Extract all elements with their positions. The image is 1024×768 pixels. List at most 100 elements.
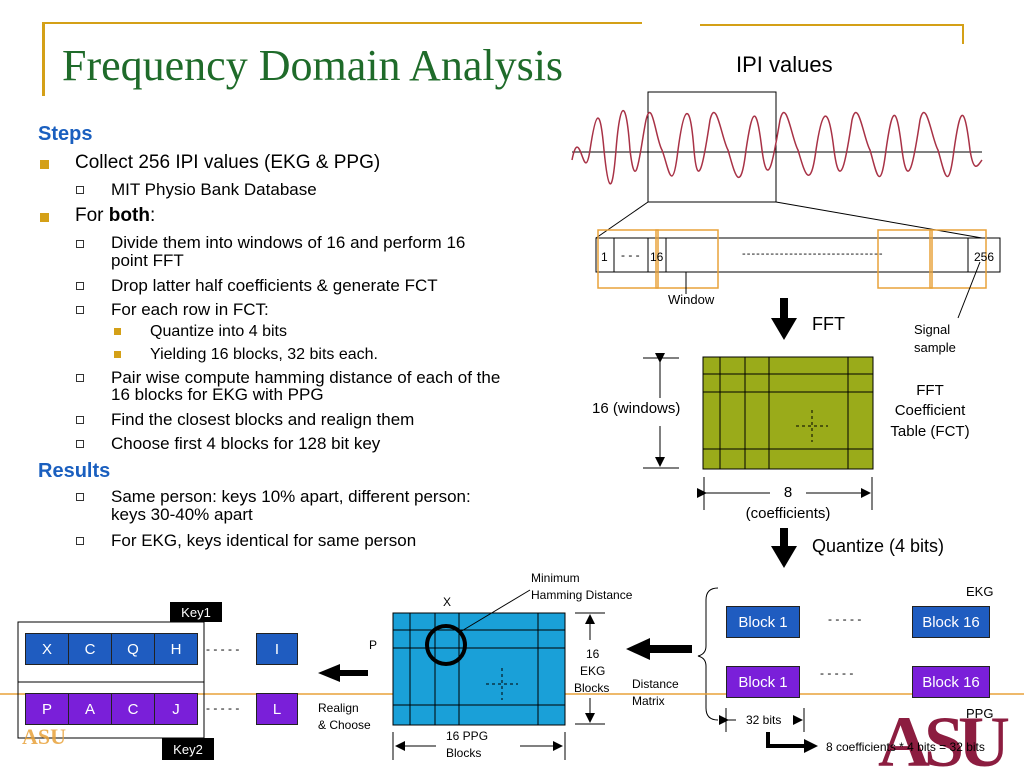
ekg16-label-1: 16 [586, 647, 600, 661]
key2-cell-1: P [25, 693, 69, 725]
ekg-block-16: Block 16 [912, 606, 990, 638]
bullet-hollow [76, 186, 84, 194]
coef-label-1: 8 [783, 484, 793, 501]
step-pair-2: 16 blocks for EKG with PPG [111, 385, 324, 404]
key2-cell-3: C [111, 693, 155, 725]
coef-bits-label: 8 coefficients * 4 bits = 32 bits [826, 740, 985, 754]
bullet-hollow [76, 240, 84, 248]
ipi-signal [571, 110, 983, 185]
step-divide-1: Divide them into windows of 16 and perfo… [111, 233, 466, 252]
window-label: Window [668, 292, 715, 307]
key2-cell-2: A [68, 693, 112, 725]
bullet-hollow [76, 440, 84, 448]
key-frame [17, 621, 205, 739]
blocks-bracket [697, 587, 719, 721]
cell-long-dash: - - - - - - - - - - - - - - - - - - - - … [742, 248, 883, 260]
step-pair-1: Pair wise compute hamming distance of ea… [111, 368, 501, 387]
for-prefix: For [75, 205, 109, 226]
quantize-label: Quantize (4 bits) [812, 536, 945, 556]
title-rule-left [42, 22, 45, 96]
key1-cell-1: X [25, 633, 69, 665]
ipi-window-box [647, 91, 777, 203]
bullet-hollow [76, 416, 84, 424]
bullet-hollow [76, 282, 84, 290]
x-label: X [443, 595, 452, 609]
bullet-square-small [114, 351, 121, 358]
step-drop: Drop latter half coefficients & generate… [111, 276, 438, 295]
step-choose: Choose first 4 blocks for 128 bit key [111, 434, 381, 453]
window-3 [877, 229, 933, 289]
key2-cell-last: L [256, 693, 298, 725]
min-hamming-label-1: Minimum [531, 571, 580, 585]
windows-16-label: 16 (windows) [592, 400, 681, 417]
key2-dash: - - - - - [206, 701, 240, 715]
signal-label-1: Signal [914, 322, 951, 337]
step-quantize: Quantize into 4 bits [150, 323, 287, 340]
ppg-block-1: Block 1 [726, 666, 800, 698]
results-heading: Results [38, 460, 111, 482]
coef-label-2: (coefficients) [745, 505, 831, 522]
right-rule-vertical [962, 24, 964, 44]
key1-dash: - - - - - [206, 642, 240, 656]
key1-cell-last: I [256, 633, 298, 665]
min-distance-circle [425, 624, 467, 666]
ekg16-label-3: Blocks [574, 681, 610, 695]
bullet-hollow [76, 306, 84, 314]
asu-small-logo: ASU [22, 724, 66, 749]
right-rule-top [700, 24, 964, 26]
fft-label: FFT [812, 314, 845, 334]
cell-256: 256 [974, 250, 995, 264]
cell-1: 1 [601, 250, 608, 264]
ekg-dash: - - - - - [828, 612, 862, 626]
for-suffix: : [149, 205, 156, 226]
distance-label-1: Distance [632, 677, 679, 691]
step-each-row: For each row in FCT: [111, 300, 269, 319]
bullet-hollow [76, 493, 84, 501]
cell-dash: - - - [621, 248, 640, 262]
bullet-hollow [76, 537, 84, 545]
svg-text:ASU: ASU [878, 702, 1009, 768]
svg-text:ASU: ASU [22, 724, 66, 749]
sample-strip [595, 237, 1001, 273]
ekg-label: EKG [966, 584, 994, 599]
bits-32-label: 32 bits [746, 713, 782, 727]
asu-logo: ASU [878, 702, 1015, 768]
step-database: MIT Physio Bank Database [111, 180, 317, 199]
cell-16: 16 [650, 250, 664, 264]
for-bold: both [108, 205, 150, 226]
step-for-both: For both: [75, 205, 155, 227]
distance-label-2: Matrix [632, 694, 665, 708]
fct-label-2: Coefficient [894, 402, 966, 419]
min-hamming-label-2: Hamming Distance [531, 588, 633, 602]
window-1 [597, 229, 659, 289]
ekg16-label-2: EKG [580, 664, 606, 678]
ppg16-label-1: 16 PPG [446, 729, 489, 743]
ppg-dash: - - - - - [820, 666, 854, 680]
distance-matrix [392, 612, 566, 726]
steps-heading: Steps [38, 123, 93, 145]
key2-cell-4: J [154, 693, 198, 725]
step-collect: Collect 256 IPI values (EKG & PPG) [75, 152, 381, 173]
bullet-square [40, 213, 49, 222]
p-label: P [369, 638, 378, 652]
signal-sample-arrow [957, 261, 981, 319]
key1-cell-3: Q [111, 633, 155, 665]
signal-label-2: sample [914, 340, 956, 355]
page-title: Frequency Domain Analysis [62, 41, 564, 90]
bullet-square-small [114, 328, 121, 335]
fct-table [702, 356, 874, 470]
window-4 [929, 229, 987, 289]
fct-label-3: Table (FCT) [890, 423, 970, 440]
window-2 [655, 229, 719, 289]
realign-label-2: & Choose [318, 718, 371, 732]
ekg-block-1: Block 1 [726, 606, 800, 638]
result-same-1: Same person: keys 10% apart, different p… [111, 487, 471, 506]
fct-label-1: FFT [916, 382, 944, 399]
realign-label-1: Realign [318, 701, 359, 715]
step-divide-2: point FFT [111, 251, 184, 270]
result-ekg: For EKG, keys identical for same person [111, 531, 417, 550]
ipi-values-label: IPI values [736, 52, 833, 77]
title-rule-top [42, 22, 642, 24]
key1-cell-2: C [68, 633, 112, 665]
